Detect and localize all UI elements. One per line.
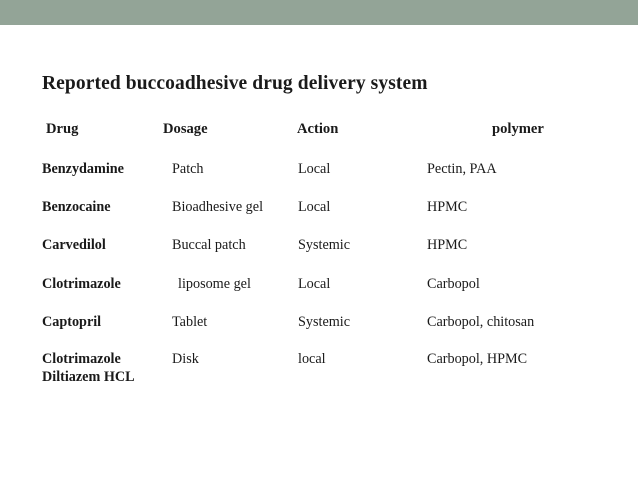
cell-polymer: Carbopol, HPMC (427, 351, 528, 367)
cell-dosage: Tablet (172, 314, 208, 330)
cell-action: Systemic (298, 314, 351, 330)
cell-drug: Benzydamine (42, 161, 124, 177)
cell-drug: Captopril (42, 314, 102, 330)
column-header-action: Action (297, 121, 339, 137)
column-header-drug: Drug (46, 121, 79, 137)
cell-polymer: Carbopol (427, 276, 480, 292)
cell-dosage: Patch (172, 161, 204, 177)
cell-drug: Clotrimazole Diltiazem HCL (42, 351, 135, 385)
cell-polymer: HPMC (427, 237, 468, 253)
cell-dosage: Disk (172, 351, 199, 367)
cell-dosage: liposome gel (178, 276, 251, 292)
cell-dosage: Bioadhesive gel (172, 199, 264, 215)
cell-drug: Carvedilol (42, 237, 106, 253)
cell-action: local (298, 351, 326, 367)
cell-polymer: Pectin, PAA (427, 161, 497, 177)
cell-action: Local (298, 161, 331, 177)
top-banner-decoration (0, 0, 638, 25)
page-title: Reported buccoadhesive drug delivery sys… (42, 73, 428, 94)
cell-drug: Clotrimazole (42, 276, 121, 292)
cell-action: Local (298, 199, 331, 215)
cell-dosage: Buccal patch (172, 237, 246, 253)
cell-action: Local (298, 276, 331, 292)
cell-drug-line-1: Clotrimazole (42, 351, 121, 367)
cell-drug: Benzocaine (42, 199, 111, 215)
cell-action: Systemic (298, 237, 351, 253)
cell-polymer: HPMC (427, 199, 468, 215)
column-header-dosage: Dosage (163, 121, 208, 137)
cell-drug-line-2: Diltiazem HCL (42, 369, 135, 385)
cell-polymer: Carbopol, chitosan (427, 314, 535, 330)
column-header-polymer: polymer (492, 121, 544, 137)
